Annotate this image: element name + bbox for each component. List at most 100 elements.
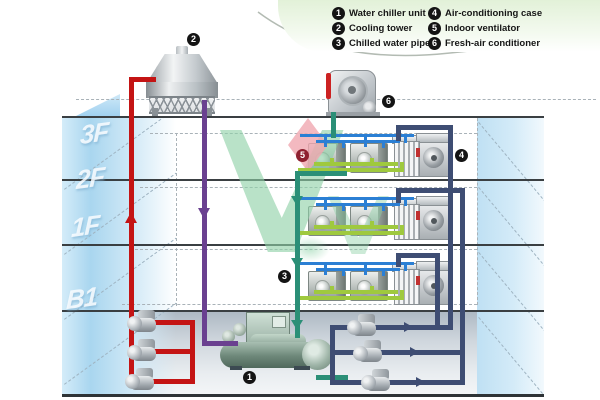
tower-body	[146, 82, 218, 98]
blue-pipe-stub	[404, 262, 407, 271]
blue-pipe-stub	[364, 197, 367, 210]
green-return-pipe	[314, 162, 398, 166]
teal-flow-arrow-down	[291, 196, 303, 206]
pump-head	[347, 320, 362, 335]
red-pipe-riser	[129, 77, 134, 384]
ventilator-side-panel	[378, 272, 387, 300]
legend-badge: 6	[428, 37, 441, 51]
ventilator-side-panel	[378, 207, 387, 235]
ground-line	[62, 394, 544, 397]
green-return-pipe	[298, 231, 404, 235]
chiller-flange	[222, 330, 235, 343]
green-pipe-stub	[330, 286, 334, 291]
green-pipe-stub	[330, 158, 334, 163]
navy-pipe	[330, 350, 465, 355]
chilled-water-pipe-riser	[295, 171, 300, 338]
chiller-foot	[230, 366, 242, 370]
blue-supply-pipe	[316, 268, 400, 271]
teal-flow-arrow-down	[291, 258, 303, 268]
navy-pipe	[330, 325, 453, 330]
blue-pipe-stub	[382, 140, 385, 148]
case-valve	[416, 211, 420, 220]
green-pipe-stub	[400, 162, 404, 170]
green-return-pipe	[298, 296, 404, 300]
red-pipe	[134, 379, 194, 384]
navy-pipe	[396, 253, 440, 258]
legend-badge: 2	[332, 22, 345, 36]
navy-pipe-stub	[396, 188, 401, 203]
legend-badge: 3	[332, 37, 345, 51]
fresh-air-wheel	[363, 101, 376, 114]
floor-label-2f: 2F	[75, 160, 105, 196]
chilled-water-pipe	[295, 171, 347, 176]
navy-pipe-riser	[460, 188, 465, 382]
green-pipe-stub	[370, 221, 374, 226]
red-pipe	[129, 77, 156, 82]
badge-fresh-air: 6	[382, 95, 395, 108]
red-flow-arrow-up	[125, 212, 137, 223]
blue-pipe-stub	[364, 262, 367, 275]
badge-cooling-tower: 2	[187, 33, 200, 46]
teal-flow-arrow-down	[291, 320, 303, 330]
floor-label-1f: 1F	[70, 208, 100, 244]
blue-pipe-stub	[342, 203, 345, 211]
ventilator-side-panel	[336, 207, 345, 235]
blue-pipe-stub	[342, 268, 345, 276]
chiller-end-cap	[302, 339, 333, 370]
ventilator-side-panel	[336, 144, 345, 172]
pump-motor	[138, 310, 155, 321]
navy-flow-arrow-right	[404, 322, 413, 332]
green-pipe-stub	[400, 290, 404, 298]
wall-corner-dashed-line	[477, 118, 478, 305]
navy-pipe-riser	[435, 253, 440, 327]
pump-head	[127, 345, 142, 360]
blue-pipe-stub	[342, 140, 345, 148]
pump-motor	[372, 369, 389, 380]
fresh-air-base	[326, 112, 380, 116]
blue-pipe-stub	[382, 268, 385, 276]
green-pipe-stub	[370, 158, 374, 163]
fresh-air-fan-hub	[348, 86, 356, 94]
right-wall	[477, 117, 544, 395]
navy-pipe-riser	[448, 125, 453, 330]
ventilator-side-panel	[336, 272, 345, 300]
legend-label: Chilled water pipe	[349, 38, 431, 50]
left-wall	[62, 117, 176, 395]
green-pipe-stub	[370, 286, 374, 291]
water-chiller-unit	[216, 310, 334, 370]
fresh-air-red-accent	[326, 73, 331, 99]
chilled-water-pump	[361, 369, 394, 393]
red-pipe	[134, 349, 194, 354]
cooling-water-pump	[127, 310, 160, 334]
case-fan-hub	[431, 218, 437, 224]
blue-pipe-stub	[404, 134, 407, 143]
cooling-water-pump	[125, 368, 158, 392]
purple-pipe	[202, 341, 238, 346]
tower-leg	[152, 108, 158, 116]
green-return-pipe	[314, 225, 398, 229]
floor-units-2f	[0, 180, 600, 243]
navy-pipe-stub	[396, 253, 401, 267]
case-fan-hub	[431, 283, 437, 289]
pump-motor	[364, 340, 381, 351]
blue-supply-pipe	[300, 262, 414, 265]
pump-head	[361, 375, 376, 390]
pump-head	[353, 346, 368, 361]
pump-motor	[358, 314, 375, 325]
badge-water-chiller: 1	[243, 371, 256, 384]
blue-supply-pipe	[316, 140, 400, 143]
cooling-water-pump	[127, 339, 160, 363]
legend-label: Cooling tower	[349, 23, 413, 35]
badge-ac-case: 4	[455, 149, 468, 162]
chiller-flange	[233, 323, 246, 336]
ventilator-side-panel	[378, 144, 387, 172]
cooling-tower	[146, 46, 218, 116]
blue-pipe-stub	[324, 197, 327, 210]
red-pipe	[134, 320, 194, 325]
red-pipe	[190, 320, 195, 384]
fresh-air-pipe-stub	[331, 112, 336, 138]
